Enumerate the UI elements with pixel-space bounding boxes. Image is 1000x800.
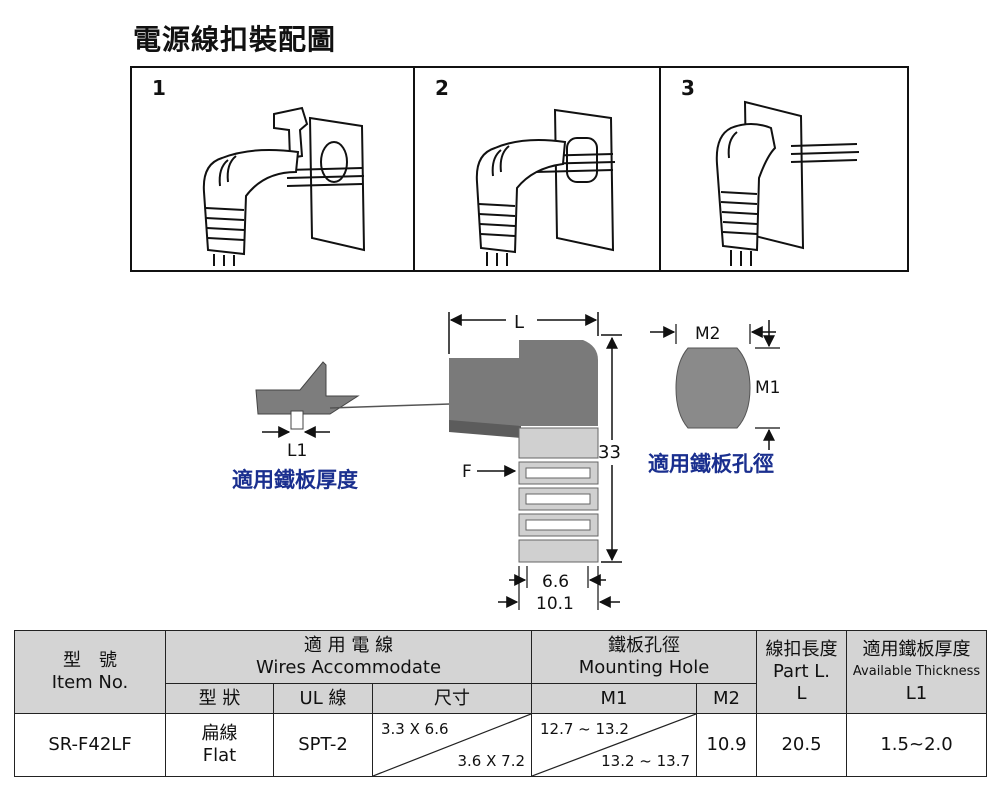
cell-m2: 10.9 [696,713,758,777]
subheader-m2: M2 [696,683,758,714]
dim-6-6-label: 6.6 [542,572,569,592]
dim-m1-label: M1 [755,378,780,398]
cell-size: 3.3 X 6.6 3.6 X 7.2 [371,713,533,777]
subheader-shape: 型 狀 [165,683,274,714]
header-item-no: 型 號 Item No. [14,630,166,714]
hole-label: 適用鐵板孔徑 [648,452,774,476]
cell-item-no: SR-F42LF [14,713,166,777]
diagonal-divider [373,714,532,776]
header-thickness: 適用鐵板厚度 Available Thickness L1 [846,630,988,714]
cell-thickness: 1.5~2.0 [846,713,988,777]
step-2-illustration [475,108,616,266]
bushing-body [449,340,599,563]
diagonal-divider [532,714,697,776]
size-range-a: 3.3 X 6.6 [381,720,449,738]
step-number: 1 [152,76,166,100]
assembly-step-3: 3 [661,68,907,270]
step-number: 3 [681,76,695,100]
subheader-m1: M1 [531,683,698,714]
cell-shape: 扁線 Flat [165,713,274,777]
thickness-label: 適用鐵板厚度 [232,468,358,492]
spec-table: 型 號 Item No. 適 用 電 線 Wires Accommodate 鐵… [14,630,988,777]
subheader-size: 尺寸 [371,683,533,714]
assembly-step-1: 1 [132,68,415,270]
page-title: 電源線扣裝配圖 [133,23,337,56]
assembly-steps: 1 2 [130,66,909,272]
m1-range-a: 12.7 ~ 13.2 [540,720,629,738]
m1-range-b: 13.2 ~ 13.7 [601,752,691,770]
table-row: SR-F42LF 扁線 Flat SPT-2 3.3 X 6.6 3.6 X 7… [14,713,988,777]
assembly-step-2: 2 [415,68,661,270]
dim-10-1-label: 10.1 [536,594,574,614]
size-range-b: 3.6 X 7.2 [457,752,526,770]
header-part-length: 線扣長度 Part L. L [756,630,848,714]
cell-length: 20.5 [756,713,848,777]
cell-ul: SPT-2 [273,713,373,777]
cell-m1: 12.7 ~ 13.2 13.2 ~ 13.7 [531,713,698,777]
dim-33-label: 33 [598,442,621,463]
dim-l1-label: L1 [287,441,307,461]
dim-f-label: F [462,462,472,482]
step-number: 2 [435,76,449,100]
header-mounting-hole: 鐵板孔徑 Mounting Hole [531,630,758,684]
step-3-illustration [715,100,860,266]
mounting-hole-shape [675,347,751,429]
step-1-illustration [202,106,366,266]
dimension-diagram: L1 適用鐵板厚度 L 33 F 6.6 10.1 M2 [232,312,780,614]
subheader-ul: UL 線 [273,683,373,714]
dim-m2-label: M2 [695,324,720,344]
locking-tab-part [255,361,451,430]
header-wires: 適 用 電 線 Wires Accommodate [164,630,533,684]
dim-l-label: L [514,312,524,333]
